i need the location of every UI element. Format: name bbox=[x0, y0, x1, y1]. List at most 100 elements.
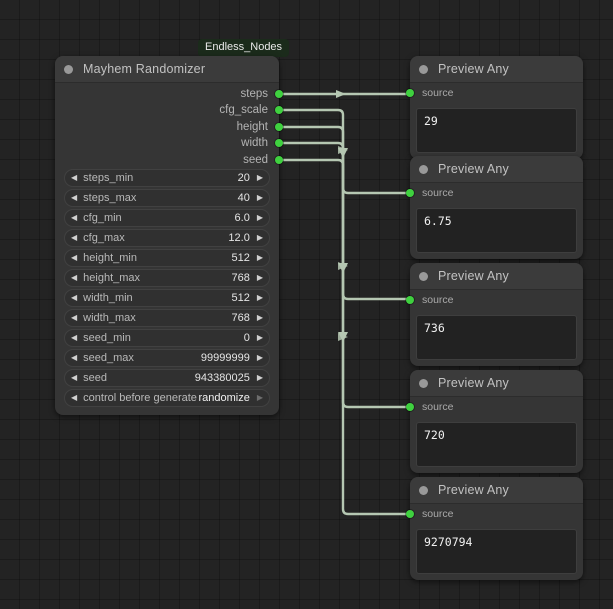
widget-seed-max[interactable]: ◀ seed_max 99999999 ▶ bbox=[64, 349, 270, 367]
decrement-arrow-icon[interactable]: ◀ bbox=[71, 213, 78, 222]
widget-value[interactable]: randomize bbox=[198, 392, 250, 404]
output-slot-dot-icon[interactable] bbox=[275, 139, 283, 147]
increment-arrow-icon[interactable]: ▶ bbox=[256, 173, 263, 182]
input-slot-source[interactable]: source bbox=[406, 187, 454, 199]
node-header-preview-any[interactable]: Preview Any bbox=[410, 156, 583, 183]
input-slot-dot-icon[interactable] bbox=[406, 189, 414, 197]
output-slot-cfg-scale[interactable]: cfg_scale bbox=[55, 100, 283, 120]
collapse-dot-icon[interactable] bbox=[419, 164, 428, 174]
increment-arrow-icon[interactable]: ▶ bbox=[256, 353, 263, 362]
decrement-arrow-icon[interactable]: ◀ bbox=[71, 313, 78, 322]
node-preview-any-1[interactable]: Preview Any source 29 bbox=[406, 56, 583, 159]
widget-value[interactable]: 6.0 bbox=[234, 212, 250, 224]
widget-label: width_max bbox=[83, 312, 136, 324]
widget-value[interactable]: 768 bbox=[231, 272, 250, 284]
widget-cfg-min[interactable]: ◀ cfg_min 6.0 ▶ bbox=[64, 209, 270, 227]
output-slot-dot-icon[interactable] bbox=[275, 106, 283, 114]
widget-value[interactable]: 512 bbox=[231, 252, 250, 264]
node-preview-any-5[interactable]: Preview Any source 9270794 bbox=[406, 477, 583, 580]
output-slot-seed[interactable]: seed bbox=[55, 150, 283, 170]
node-preview-any-4[interactable]: Preview Any source 720 bbox=[406, 370, 583, 473]
decrement-arrow-icon[interactable]: ◀ bbox=[71, 333, 78, 342]
node-header-preview-any[interactable]: Preview Any bbox=[410, 370, 583, 397]
input-slot-dot-icon[interactable] bbox=[406, 296, 414, 304]
next-option-arrow-icon[interactable]: ▶ bbox=[256, 393, 263, 402]
widget-value[interactable]: 768 bbox=[231, 312, 250, 324]
increment-arrow-icon[interactable]: ▶ bbox=[256, 373, 263, 382]
widget-label: cfg_min bbox=[83, 212, 122, 224]
increment-arrow-icon[interactable]: ▶ bbox=[256, 193, 263, 202]
widget-label: seed_min bbox=[83, 332, 131, 344]
input-slot-dot-icon[interactable] bbox=[406, 89, 414, 97]
decrement-arrow-icon[interactable]: ◀ bbox=[71, 173, 78, 182]
widget-value[interactable]: 12.0 bbox=[228, 232, 250, 244]
increment-arrow-icon[interactable]: ▶ bbox=[256, 293, 263, 302]
widget-seed[interactable]: ◀ seed 943380025 ▶ bbox=[64, 369, 270, 387]
input-slot-source[interactable]: source bbox=[406, 87, 454, 99]
decrement-arrow-icon[interactable]: ◀ bbox=[71, 293, 78, 302]
input-slot-label: source bbox=[422, 294, 454, 306]
preview-value-textarea[interactable]: 9270794 bbox=[416, 529, 577, 574]
increment-arrow-icon[interactable]: ▶ bbox=[256, 233, 263, 242]
node-preview-any-3[interactable]: Preview Any source 736 bbox=[406, 263, 583, 366]
output-slot-dot-icon[interactable] bbox=[275, 123, 283, 131]
collapse-dot-icon[interactable] bbox=[419, 378, 428, 388]
widget-value[interactable]: 0 bbox=[243, 332, 250, 344]
widget-steps-min[interactable]: ◀ steps_min 20 ▶ bbox=[64, 169, 270, 187]
widget-label: height_max bbox=[83, 272, 141, 284]
output-slot-steps[interactable]: steps bbox=[55, 84, 283, 104]
decrement-arrow-icon[interactable]: ◀ bbox=[71, 233, 78, 242]
node-header-preview-any[interactable]: Preview Any bbox=[410, 263, 583, 290]
node-header-mayhem-randomizer[interactable]: Mayhem Randomizer bbox=[55, 56, 279, 83]
node-title-badge-endless-nodes: Endless_Nodes bbox=[198, 39, 290, 57]
widget-cfg-max[interactable]: ◀ cfg_max 12.0 ▶ bbox=[64, 229, 270, 247]
widget-height-max[interactable]: ◀ height_max 768 ▶ bbox=[64, 269, 270, 287]
collapse-dot-icon[interactable] bbox=[419, 271, 428, 281]
widget-seed-min[interactable]: ◀ seed_min 0 ▶ bbox=[64, 329, 270, 347]
decrement-arrow-icon[interactable]: ◀ bbox=[71, 373, 78, 382]
widget-value[interactable]: 512 bbox=[231, 292, 250, 304]
node-mayhem-randomizer[interactable]: Mayhem Randomizer steps cfg_scale height… bbox=[55, 56, 283, 415]
increment-arrow-icon[interactable]: ▶ bbox=[256, 313, 263, 322]
decrement-arrow-icon[interactable]: ◀ bbox=[71, 253, 78, 262]
node-preview-any-2[interactable]: Preview Any source 6.75 bbox=[406, 156, 583, 259]
widget-value[interactable]: 20 bbox=[237, 172, 250, 184]
decrement-arrow-icon[interactable]: ◀ bbox=[71, 273, 78, 282]
widget-width-max[interactable]: ◀ width_max 768 ▶ bbox=[64, 309, 270, 327]
widget-control-before-generate[interactable]: ◀ control before generate randomize ▶ bbox=[64, 389, 270, 407]
input-slot-source[interactable]: source bbox=[406, 294, 454, 306]
link-cfg-scale bbox=[272, 108, 414, 195]
collapse-dot-icon[interactable] bbox=[64, 64, 73, 74]
widget-steps-max[interactable]: ◀ steps_max 40 ▶ bbox=[64, 189, 270, 207]
increment-arrow-icon[interactable]: ▶ bbox=[256, 333, 263, 342]
previous-option-arrow-icon[interactable]: ◀ bbox=[71, 393, 78, 402]
widget-value[interactable]: 943380025 bbox=[194, 372, 250, 384]
decrement-arrow-icon[interactable]: ◀ bbox=[71, 193, 78, 202]
preview-value-textarea[interactable]: 29 bbox=[416, 108, 577, 153]
input-slot-dot-icon[interactable] bbox=[406, 403, 414, 411]
input-slot-dot-icon[interactable] bbox=[406, 510, 414, 518]
preview-value-textarea[interactable]: 720 bbox=[416, 422, 577, 467]
increment-arrow-icon[interactable]: ▶ bbox=[256, 273, 263, 282]
widget-width-min[interactable]: ◀ width_min 512 ▶ bbox=[64, 289, 270, 307]
preview-value-textarea[interactable]: 6.75 bbox=[416, 208, 577, 253]
collapse-dot-icon[interactable] bbox=[419, 64, 428, 74]
node-header-preview-any[interactable]: Preview Any bbox=[410, 477, 583, 504]
output-slot-dot-icon[interactable] bbox=[275, 156, 283, 164]
output-slot-width[interactable]: width bbox=[55, 133, 283, 153]
input-slot-source[interactable]: source bbox=[406, 401, 454, 413]
increment-arrow-icon[interactable]: ▶ bbox=[256, 213, 263, 222]
widget-value[interactable]: 40 bbox=[237, 192, 250, 204]
collapse-dot-icon[interactable] bbox=[419, 485, 428, 495]
link-direction-arrows bbox=[336, 90, 348, 341]
node-header-preview-any[interactable]: Preview Any bbox=[410, 56, 583, 83]
output-slot-dot-icon[interactable] bbox=[275, 90, 283, 98]
output-slot-height[interactable]: height bbox=[55, 117, 283, 137]
widget-height-min[interactable]: ◀ height_min 512 ▶ bbox=[64, 249, 270, 267]
input-slot-source[interactable]: source bbox=[406, 508, 454, 520]
preview-value-textarea[interactable]: 736 bbox=[416, 315, 577, 360]
increment-arrow-icon[interactable]: ▶ bbox=[256, 253, 263, 262]
decrement-arrow-icon[interactable]: ◀ bbox=[71, 353, 78, 362]
widget-value[interactable]: 99999999 bbox=[200, 352, 250, 364]
